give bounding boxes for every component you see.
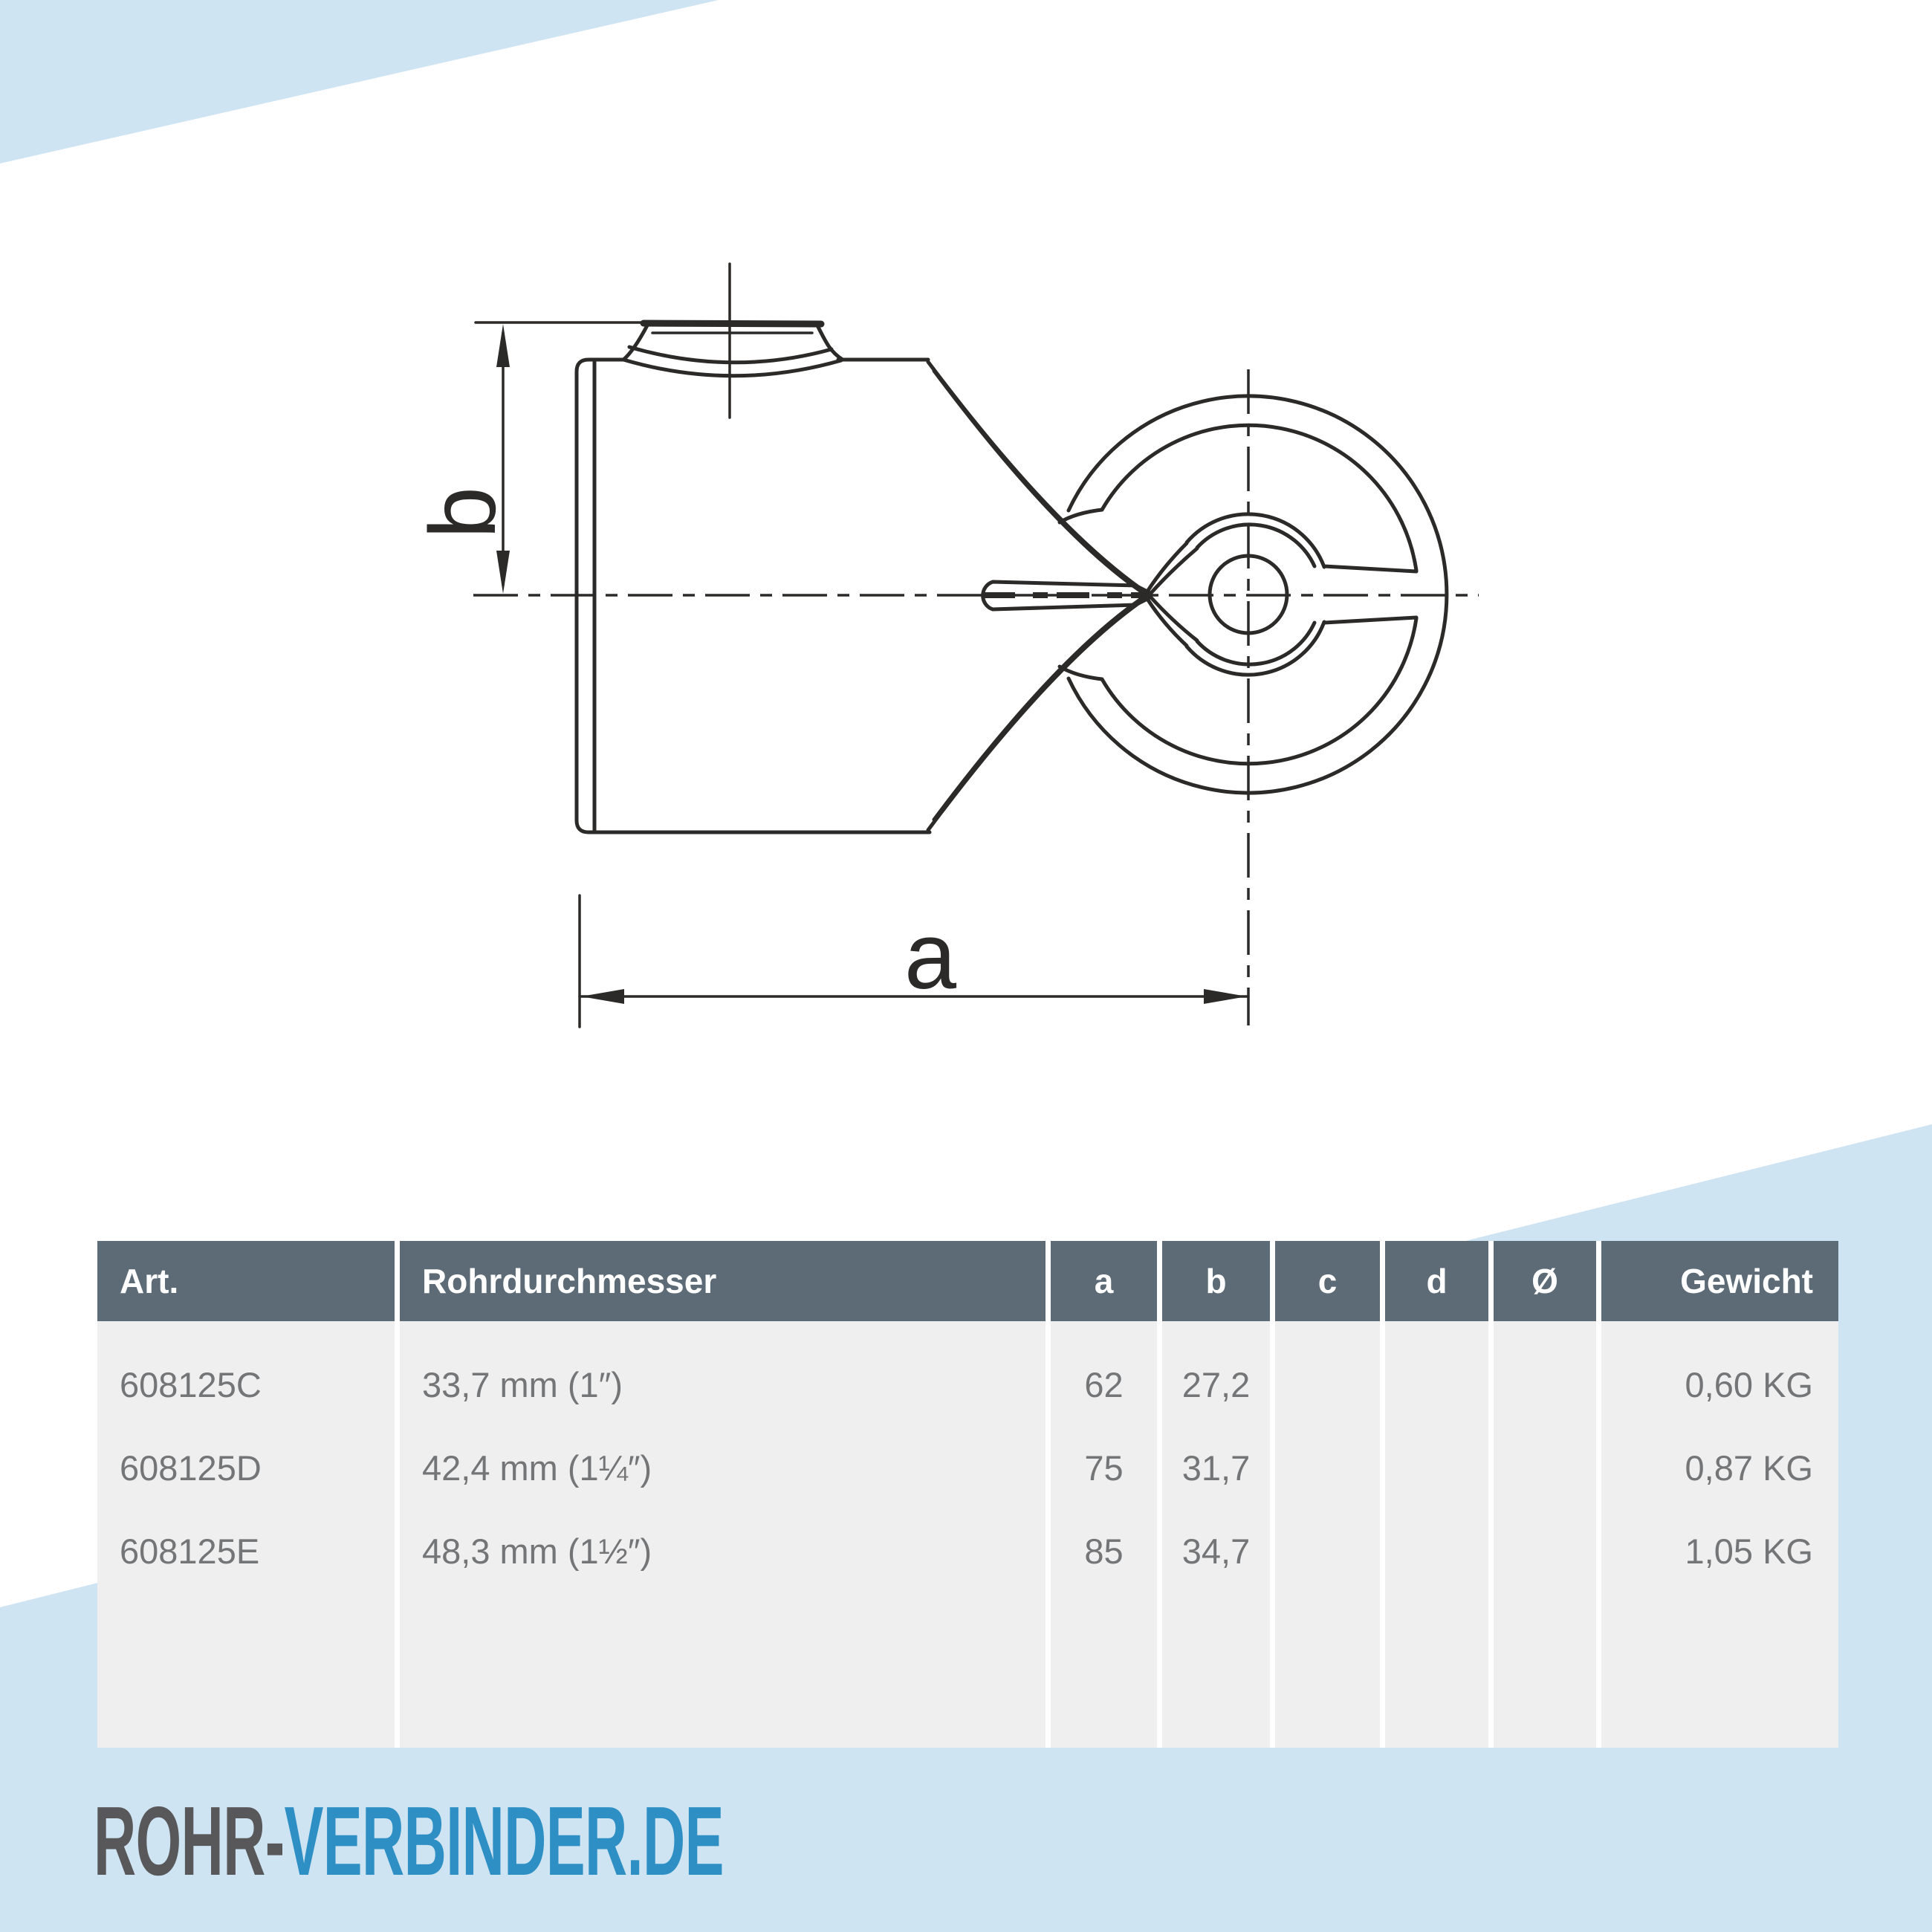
col-header-art: Art. bbox=[97, 1241, 395, 1321]
spec-table: Art. 608125C 608125D 608125E Rohrdurchme… bbox=[97, 1241, 1838, 1748]
cell-rohrdurchmesser: 48,3 mm (1½″) bbox=[422, 1531, 652, 1571]
col-rohrdurchmesser: 33,7 mm (1″) 42,4 mm (1¼″) 48,3 mm (1½″) bbox=[400, 1321, 1046, 1748]
dimension-a: a bbox=[578, 894, 1250, 1028]
cell-rohrdurchmesser: 33,7 mm (1″) bbox=[422, 1365, 623, 1404]
cell-gewicht: 0,87 KG bbox=[1685, 1448, 1813, 1488]
col-diameter bbox=[1494, 1321, 1596, 1748]
cell-gewicht: 0,60 KG bbox=[1685, 1365, 1813, 1404]
swivel-ring bbox=[1057, 394, 1449, 795]
rohr-verbinder-logo: ROHR-VERBINDER.DE bbox=[94, 1792, 724, 1890]
cell-gewicht: 1,05 KG bbox=[1685, 1531, 1813, 1571]
centerlines bbox=[473, 262, 1479, 1025]
cell-b: 31,7 bbox=[1181, 1448, 1251, 1488]
col-a: 62 75 85 bbox=[1051, 1321, 1157, 1748]
col-c bbox=[1275, 1321, 1380, 1748]
dim-a-label: a bbox=[904, 904, 957, 1008]
cell-art: 608125C bbox=[120, 1365, 262, 1404]
fork-arms bbox=[926, 360, 1149, 832]
dim-b-label: b bbox=[410, 487, 515, 539]
col-header-a: a bbox=[1051, 1241, 1157, 1321]
col-art: 608125C 608125D 608125E bbox=[97, 1321, 395, 1748]
cell-b: 34,7 bbox=[1181, 1531, 1251, 1571]
fitting-body bbox=[574, 320, 932, 834]
col-header-d: d bbox=[1385, 1241, 1488, 1321]
col-header-rohrdurchmesser: Rohrdurchmesser bbox=[400, 1241, 1046, 1321]
socket-top-edge bbox=[640, 320, 825, 328]
cell-rohrdurchmesser: 42,4 mm (1¼″) bbox=[422, 1448, 652, 1488]
logo-suffix: VERBINDER.DE bbox=[284, 1786, 724, 1896]
col-d bbox=[1385, 1321, 1488, 1748]
cell-a: 85 bbox=[1084, 1531, 1124, 1571]
cell-a: 75 bbox=[1084, 1448, 1124, 1488]
col-header-gewicht: Gewicht bbox=[1601, 1241, 1838, 1321]
cell-a: 62 bbox=[1084, 1365, 1124, 1404]
dimension-b: b bbox=[410, 321, 649, 594]
logo-prefix: ROHR- bbox=[94, 1786, 285, 1896]
col-header-b: b bbox=[1162, 1241, 1270, 1321]
col-header-c: c bbox=[1275, 1241, 1380, 1321]
col-b: 27,2 31,7 34,7 bbox=[1162, 1321, 1270, 1748]
col-header-diameter: Ø bbox=[1494, 1241, 1596, 1321]
cell-b: 27,2 bbox=[1181, 1365, 1251, 1404]
cell-art: 608125E bbox=[120, 1531, 260, 1571]
cell-art: 608125D bbox=[120, 1448, 262, 1488]
col-gewicht: 0,60 KG 0,87 KG 1,05 KG bbox=[1601, 1321, 1838, 1748]
